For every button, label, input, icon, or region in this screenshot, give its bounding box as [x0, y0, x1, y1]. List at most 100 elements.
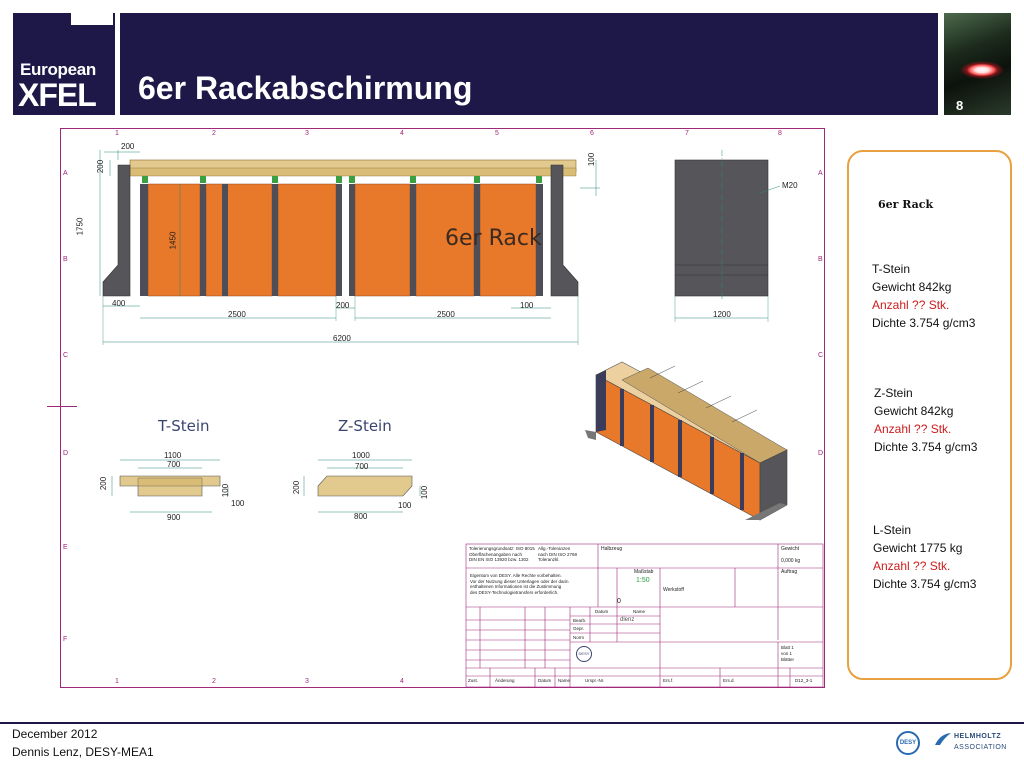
footer-author: Dennis Lenz, DESY-MEA1	[12, 745, 154, 759]
front-view-label: 6er Rack	[445, 226, 542, 251]
dim-200-mid: 200	[336, 301, 350, 310]
dim-1750: 1750	[75, 217, 85, 236]
tb-ownership: Eigentum von DESY. Alle Rechte vorbehalt…	[470, 573, 569, 595]
dim-100-top: 100	[587, 152, 597, 167]
frame-row-b-right: B	[818, 256, 823, 263]
front-view	[99, 150, 600, 345]
frame-row-a-right: A	[818, 170, 823, 177]
frame-row-b: B	[63, 256, 68, 263]
desy-seal: DESY	[576, 646, 592, 662]
t-stein-count: Anzahl ?? Stk.	[872, 298, 950, 312]
frame-col-2-bottom: 2	[212, 678, 216, 685]
info-panel	[847, 150, 1012, 680]
header-photo	[944, 13, 1011, 115]
t-stein-name: T-Stein	[872, 262, 911, 276]
drawing-frame	[60, 128, 825, 688]
title-block-grid	[465, 543, 824, 688]
frame-row-c: C	[63, 352, 69, 359]
z-stein-weight: Gewicht 842kg	[874, 404, 954, 418]
frame-col-1: 1	[115, 130, 119, 137]
title-bar	[120, 13, 938, 115]
tb-scale-value: 1:50	[636, 577, 650, 584]
tb-col-aenderung: Änderung	[495, 678, 515, 683]
logo-square-2	[91, 13, 113, 25]
dim-2500-a: 2500	[228, 310, 246, 319]
logo-text-xfel: XFEL	[18, 77, 97, 113]
l-stein-weight: Gewicht 1775 kg	[873, 541, 963, 555]
tb-bearb: Bearb.	[573, 618, 587, 623]
frame-col-4-bottom: 4	[400, 678, 404, 685]
t-dim-100-a: 100	[221, 483, 231, 498]
t-dim-700: 700	[167, 460, 181, 469]
tb-gepr: Gepr.	[573, 626, 585, 631]
tb-drawer: dlenz	[620, 617, 635, 623]
tb-weight-value: 0,000 kg	[781, 558, 801, 564]
dim-1200: 1200	[713, 310, 731, 319]
t-stein-density: Dichte 3.754 g/cm3	[872, 316, 976, 330]
footer-divider	[0, 722, 1024, 724]
l-stein-count: Anzahl ?? Stk.	[873, 559, 951, 573]
frame-row-f: F	[63, 636, 68, 643]
tb-col-zust: Zust.	[468, 678, 479, 683]
z-dim-200: 200	[292, 480, 302, 495]
t-stein-block: T-Stein Gewicht 842kg Anzahl ?? Stk. Dic…	[872, 260, 975, 332]
frame-col-2: 2	[212, 130, 216, 137]
t-stein-label: T-Stein	[158, 417, 210, 435]
desy-logo: DESY	[896, 731, 920, 755]
frame-col-8: 8	[778, 130, 782, 137]
frame-col-6: 6	[590, 130, 594, 137]
tb-tolerance: Tolerierungsgrundsatz: ISO 8015 Oberfläc…	[469, 546, 535, 562]
z-stein-count: Anzahl ?? Stk.	[874, 422, 952, 436]
l-stein-block: L-Stein Gewicht 1775 kg Anzahl ?? Stk. D…	[873, 521, 976, 593]
tb-werkstoff: Werkstoff	[663, 587, 684, 593]
helmholtz-icon	[934, 732, 952, 746]
logo-text-european: European	[20, 60, 97, 79]
z-stein-drawing	[303, 459, 421, 513]
t-stein-drawing	[111, 459, 229, 513]
frame-col-3: 3	[305, 130, 309, 137]
footer-date: December 2012	[12, 727, 98, 741]
frame-col-5: 5	[495, 130, 499, 137]
dim-200-top: 200	[121, 142, 135, 151]
z-stein-label: Z-Stein	[338, 417, 392, 435]
l-stein-density: Dichte 3.754 g/cm3	[873, 577, 977, 591]
dim-2500-b: 2500	[437, 310, 455, 319]
t-stein-weight: Gewicht 842kg	[872, 280, 952, 294]
dim-100-right: 100	[520, 301, 534, 310]
z-stein-block: Z-Stein Gewicht 842kg Anzahl ?? Stk. Dic…	[874, 384, 977, 456]
tb-blatt: Blatt 1 von 1 Blätter	[781, 645, 795, 662]
dim-6200: 6200	[333, 334, 351, 343]
tb-rev: D12_3-1	[795, 678, 813, 683]
desy-seal-text: DESY	[578, 651, 590, 656]
t-dim-900: 900	[167, 513, 181, 522]
tb-material: Halbzeug	[601, 546, 623, 552]
dim-400: 400	[112, 299, 126, 308]
dim-m20: M20	[782, 181, 798, 190]
z-dim-100-a: 100	[420, 485, 430, 500]
tb-norm: Norm	[573, 635, 584, 640]
frame-col-3-bottom: 3	[305, 678, 309, 685]
desy-logo-text: DESY	[899, 740, 917, 746]
page-number: 8	[956, 98, 964, 113]
helmholtz-wing-icon	[935, 733, 951, 745]
frame-row-a: A	[63, 170, 68, 177]
l-stein-name: L-Stein	[873, 523, 912, 537]
frame-row-d: D	[63, 450, 69, 457]
logo-square-1	[71, 13, 95, 25]
z-dim-800: 800	[354, 512, 368, 521]
info-panel-title: 6er Rack	[878, 198, 934, 211]
z-dim-700: 700	[355, 462, 369, 471]
t-dim-1100: 1100	[164, 451, 182, 460]
tb-general-tol: Allg.-Toleranzen nach DIN ISO 2768 Toler…	[538, 546, 578, 562]
fold-mark	[47, 406, 77, 407]
tb-name: Name	[633, 609, 646, 614]
helmholtz-line2: ASSOCIATION	[954, 744, 1007, 751]
z-dim-100-b: 100	[398, 501, 412, 510]
tb-col-ers-f: Ers.f.	[663, 678, 674, 683]
frame-col-7: 7	[685, 130, 689, 137]
frame-col-4: 4	[400, 130, 404, 137]
dim-1450: 1450	[168, 231, 178, 250]
tb-col-urspr: Urspr.-Nr.	[585, 678, 605, 683]
tb-scale-label: Maßstab	[634, 569, 654, 575]
